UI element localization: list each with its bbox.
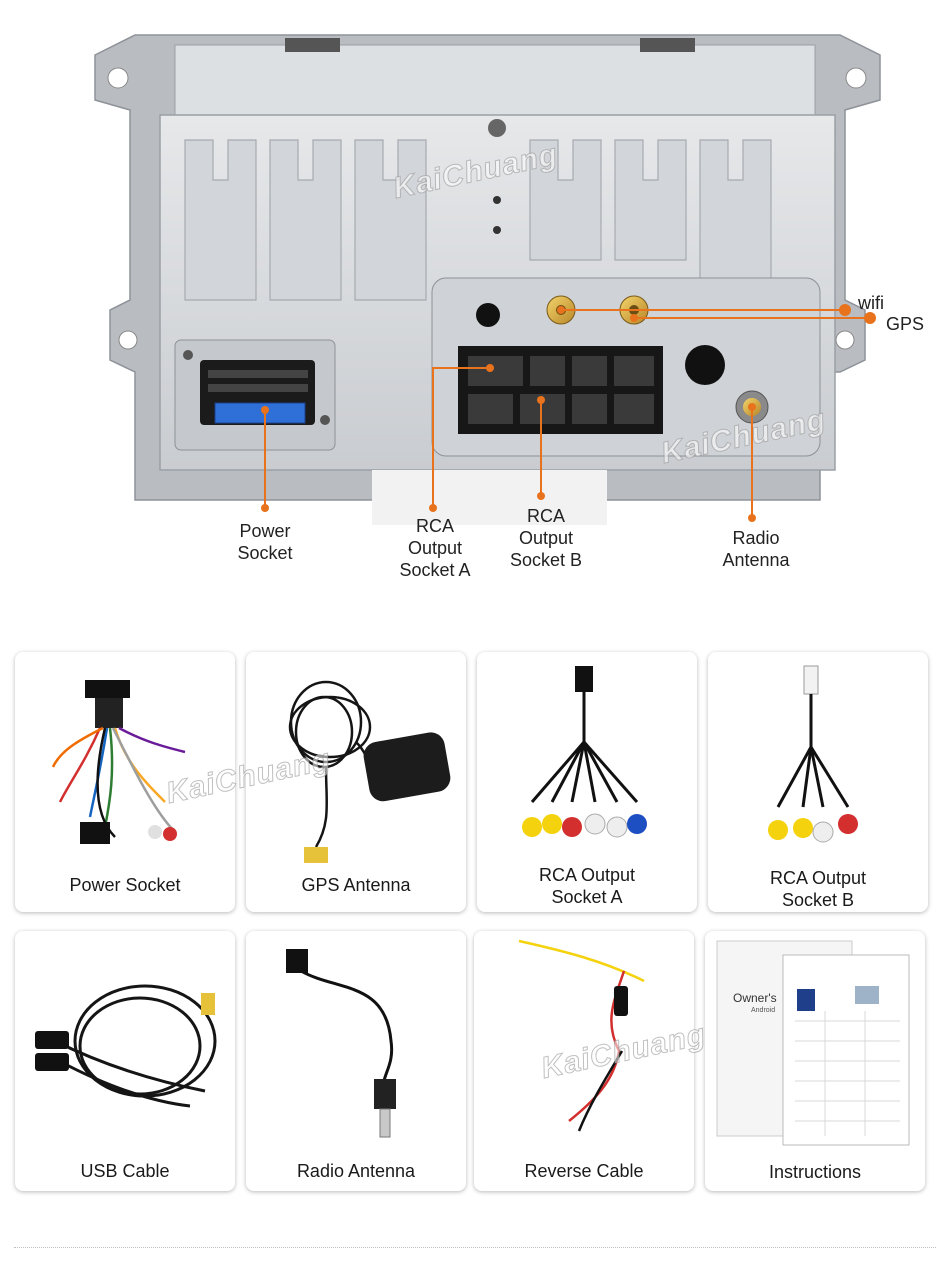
accessory-label: Power Socket [69, 875, 181, 895]
accessory-label: GPS Antenna [301, 875, 411, 895]
power-harness-icon [51, 680, 186, 844]
rear-panel-diagram: KaiChuang KaiChuang wifi GPS Power Socke… [0, 0, 950, 600]
rca-b-label: RCA Output Socket B [509, 506, 583, 570]
accessory-label: USB Cable [80, 1161, 170, 1181]
accessory-label: RCA Output Socket B [769, 868, 867, 910]
radio-antenna-label: Radio Antenna [722, 528, 790, 570]
rca-cable-a-icon [522, 666, 647, 838]
manual-cover-subtitle: Android [751, 1007, 776, 1014]
rca-a-callout-line [432, 367, 490, 505]
accessory-card-reverse-cable: Reverse Cable [474, 931, 694, 1191]
accessory-card-usb-cable: USB Cable [15, 931, 235, 1191]
accessory-card-power-socket: Power Socket [15, 652, 235, 912]
gps-antenna-icon [288, 680, 451, 863]
manual-icon [716, 940, 910, 1146]
accessory-card-radio-antenna: Radio Antenna [246, 931, 466, 1191]
radio-antenna-adapter-icon [286, 949, 396, 1138]
gps-label: GPS [886, 314, 925, 334]
accessory-card-instructions: Owner's Android Instructions [705, 931, 925, 1191]
footer-divider [14, 1247, 936, 1248]
manual-cover-title: Owner's [733, 991, 777, 1005]
accessory-label: RCA Output Socket A [538, 865, 636, 907]
accessory-label: Instructions [768, 1162, 862, 1182]
usb-cable-icon [35, 984, 217, 1108]
rca-cable-b-icon [768, 665, 858, 843]
accessory-card-rca-a: RCA Output Socket A [477, 652, 697, 912]
accessory-label: Reverse Cable [524, 1161, 644, 1181]
reverse-cable-icon [518, 939, 645, 1132]
accessory-label: Radio Antenna [296, 1161, 416, 1181]
rca-a-label: RCA Output Socket A [399, 516, 471, 580]
wifi-label: wifi [858, 293, 884, 313]
accessory-card-gps-antenna: GPS Antenna [246, 652, 466, 912]
accessory-card-rca-b: RCA Output Socket B [708, 652, 928, 912]
head-unit-rear-photo [94, 34, 881, 525]
power-socket-label: Power Socket [237, 521, 293, 563]
